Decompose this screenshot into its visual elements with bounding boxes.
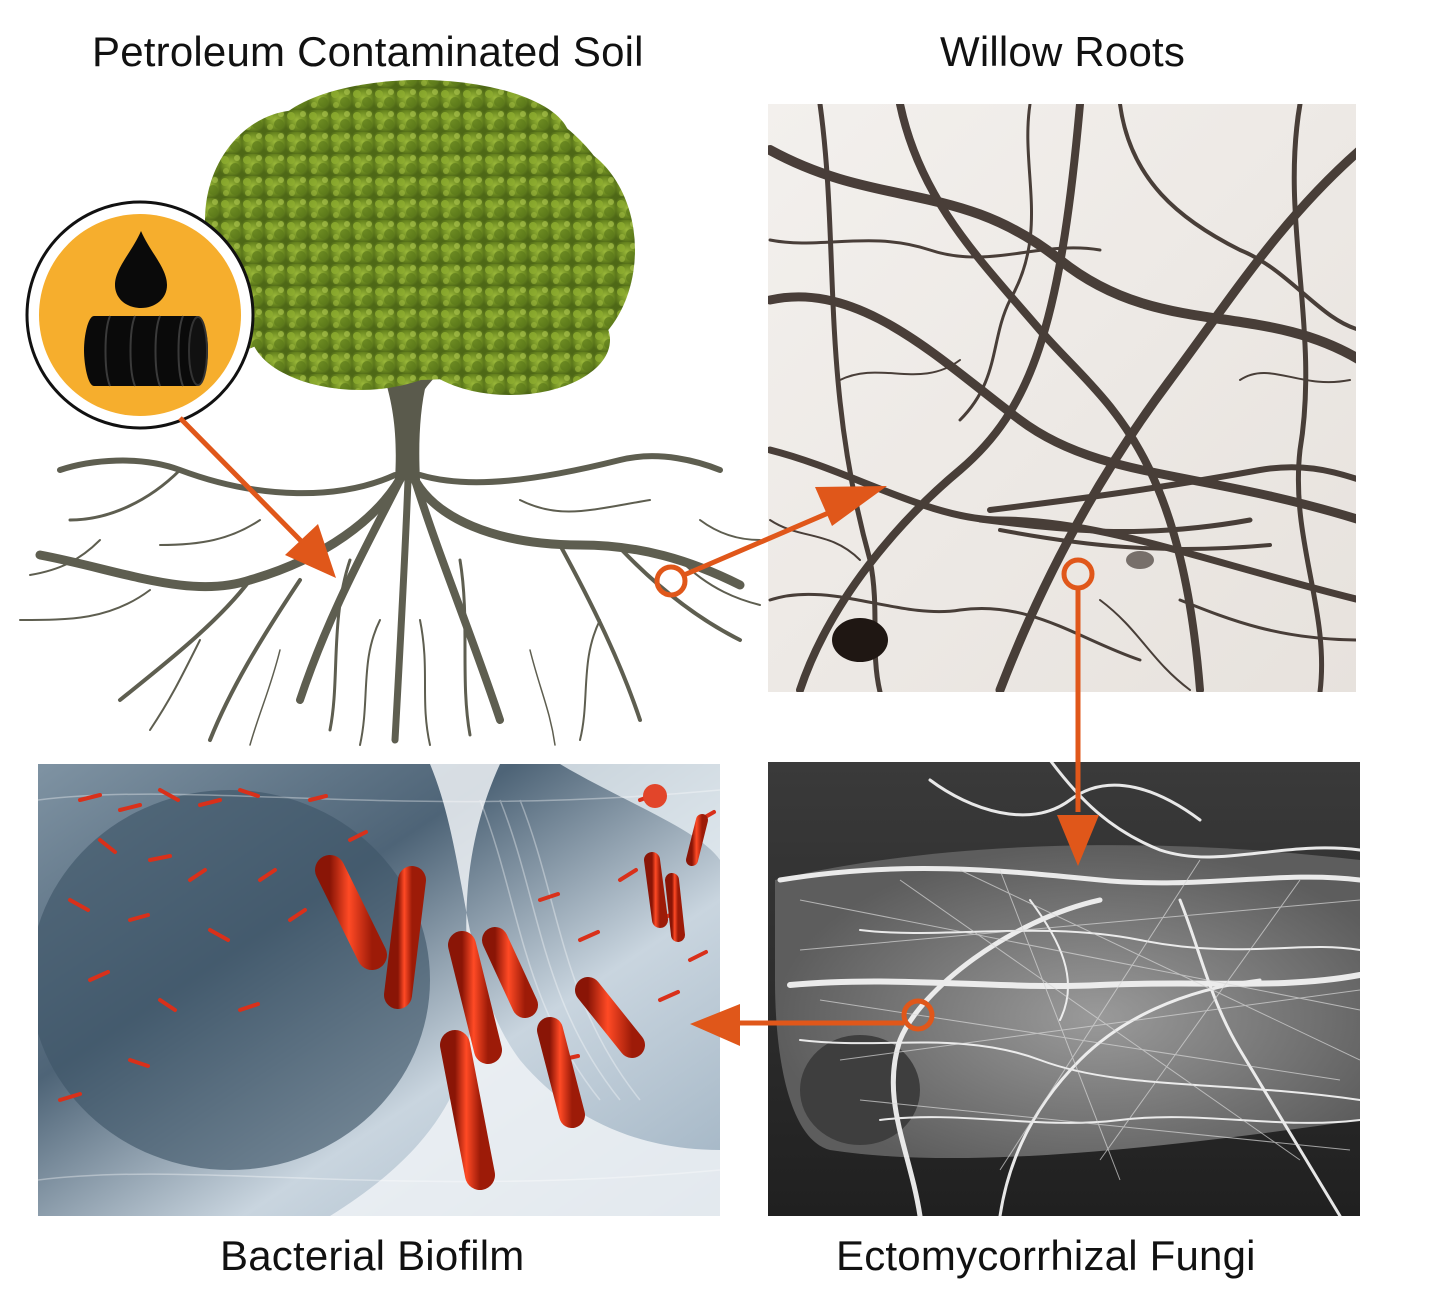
arrowhead-fungi (1057, 815, 1099, 866)
soil-title: Petroleum Contaminated Soil (92, 28, 644, 75)
willow-tree-illustration (19, 80, 761, 746)
willow-roots-image (768, 104, 1356, 692)
root-highlight-ring (654, 564, 688, 598)
roots-title: Willow Roots (940, 28, 1186, 75)
fungi-highlight-ring (901, 998, 935, 1032)
petroleum-badge (25, 200, 255, 430)
oil-drop-icon (115, 231, 167, 308)
oil-barrel-icon (84, 315, 208, 387)
arrowhead-biofilm (690, 1004, 740, 1046)
arrow-soil-to-roots (178, 416, 307, 547)
fungi-title: Ectomycorrhizal Fungi (836, 1232, 1256, 1279)
arrowhead-soil (285, 524, 336, 578)
flow-arrows (178, 416, 1099, 1046)
bacterial-biofilm-image (38, 764, 720, 1216)
ectomycorrhizal-fungi-image (768, 762, 1360, 1216)
biofilm-title: Bacterial Biofilm (220, 1232, 525, 1279)
arrowhead-roots (815, 486, 887, 526)
